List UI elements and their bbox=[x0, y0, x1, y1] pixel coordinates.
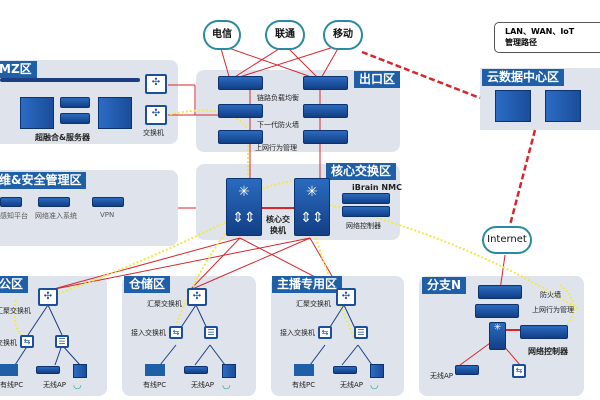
controller-icon bbox=[342, 206, 390, 217]
core-title: 核心交换区 bbox=[326, 163, 397, 180]
perception-platform-label: 感知平台 bbox=[0, 212, 28, 220]
cloud-server-icon bbox=[545, 90, 581, 122]
access-switch-label: 交换机 bbox=[0, 339, 17, 347]
nac-icon bbox=[38, 197, 70, 207]
appliance-icon bbox=[60, 97, 90, 108]
telecom-cloud: 电信 bbox=[203, 20, 241, 50]
broadcast-title: 主播专用区 bbox=[272, 276, 343, 293]
core-switch-label: 核心交换机 bbox=[266, 215, 290, 235]
dmz-switch-icon: ✣ bbox=[145, 74, 167, 94]
agg-switch-icon: ✣ bbox=[38, 288, 58, 306]
branch-ap-label: 无线AP bbox=[430, 372, 454, 380]
wifi-ap-icon bbox=[222, 364, 236, 378]
access-switch-icon: ⇆ bbox=[318, 326, 332, 339]
wifi-icon: ◡ bbox=[370, 380, 379, 391]
ap-label: 无线AP bbox=[43, 381, 67, 389]
firewall-label: 下一代防火墙 bbox=[257, 121, 299, 129]
behavior-mgmt-label: 上网行为管理 bbox=[255, 144, 297, 152]
server-icon bbox=[20, 97, 54, 129]
pc-label: 有线PC bbox=[292, 381, 316, 389]
storage-title: 仓储区 bbox=[124, 276, 171, 293]
ap-icon bbox=[333, 366, 357, 374]
agg-switch-label: 汇聚交换机 bbox=[296, 300, 331, 308]
wifi-ap-icon bbox=[73, 364, 87, 378]
ap-label: 无线AP bbox=[340, 381, 364, 389]
poe-switch-icon: ☰ bbox=[354, 326, 368, 339]
pc-label: 有线PC bbox=[143, 381, 167, 389]
behavior-mgmt-icon bbox=[303, 130, 348, 144]
access-switch-label: 接入交换机 bbox=[280, 329, 315, 337]
mobile-cloud: 移动 bbox=[323, 20, 363, 50]
unicom-cloud: 联通 bbox=[265, 20, 305, 50]
internet-label: Internet bbox=[487, 234, 527, 245]
ap-icon bbox=[36, 366, 60, 374]
branch-controller-icon bbox=[520, 325, 568, 339]
dmz-switch-label: 交换机 bbox=[143, 129, 164, 137]
mobile-label: 移动 bbox=[333, 29, 353, 40]
access-switch-icon: ⇆ bbox=[20, 335, 34, 348]
access-switch-icon: ⇆ bbox=[169, 326, 183, 339]
branch-access-switch-icon: ⇆ bbox=[512, 364, 526, 378]
cloud-server-icon bbox=[495, 90, 531, 122]
poe-switch-icon: ☰ bbox=[204, 326, 218, 339]
behavior-mgmt-icon bbox=[218, 130, 263, 144]
branch-switch-icon: ✳ bbox=[489, 322, 506, 350]
ap-label: 无线AP bbox=[191, 381, 215, 389]
vpn-icon bbox=[92, 197, 124, 207]
legend: LAN、WAN、IoT 管理路径 bbox=[494, 22, 600, 53]
dmz-title: MZ区 bbox=[0, 61, 37, 78]
office-title: 公区 bbox=[0, 276, 29, 293]
ap-icon bbox=[184, 366, 208, 374]
telecom-label: 电信 bbox=[212, 29, 232, 40]
perception-platform-icon bbox=[0, 197, 22, 207]
nac-label: 网络准入系统 bbox=[35, 212, 77, 220]
agg-switch-icon: ✣ bbox=[187, 288, 207, 306]
server-bus bbox=[0, 78, 140, 82]
cloud-links bbox=[361, 50, 537, 226]
branch-title: 分支N bbox=[422, 277, 467, 294]
unicom-label: 联通 bbox=[275, 29, 295, 40]
load-balancer-icon bbox=[303, 76, 348, 90]
branch-firewall-label: 防火墙 bbox=[540, 291, 561, 299]
load-balancer-label: 链路负载均衡 bbox=[257, 94, 299, 102]
legend-line1: LAN、WAN、IoT bbox=[505, 27, 575, 36]
wifi-ap-icon bbox=[370, 364, 384, 378]
exit-title: 出口区 bbox=[354, 71, 401, 88]
load-balancer-icon bbox=[218, 76, 263, 90]
firewall-icon bbox=[218, 104, 263, 118]
poe-switch-icon: ☰ bbox=[55, 335, 69, 348]
vpn-label: VPN bbox=[100, 211, 115, 219]
wifi-icon: ◡ bbox=[222, 380, 231, 391]
pc-icon bbox=[145, 364, 165, 376]
pc-icon bbox=[0, 364, 18, 376]
branch-controller-label: 网络控制器 bbox=[528, 347, 568, 356]
controller-label: 网络控制器 bbox=[346, 222, 381, 230]
branch-ap-icon bbox=[455, 365, 479, 375]
cloud-dc-title: 云数据中心区 bbox=[482, 69, 565, 86]
branch-behavior-mgmt-icon bbox=[475, 304, 519, 318]
pc-icon bbox=[294, 364, 314, 376]
pc-label: 有线PC bbox=[0, 381, 24, 389]
branch-firewall-icon bbox=[478, 285, 522, 299]
servers-label: 超融合&服务器 bbox=[35, 133, 90, 142]
dmz-switch-icon: ✣ bbox=[145, 105, 167, 125]
agg-switch-icon: ✣ bbox=[336, 288, 356, 306]
internet-cloud: Internet bbox=[482, 226, 532, 254]
core-switch-icon: ✳⇕⇕ bbox=[226, 178, 262, 236]
agg-switch-label: 汇聚交换机 bbox=[0, 307, 31, 315]
legend-line2: 管理路径 bbox=[505, 38, 537, 47]
access-switch-label: 接入交换机 bbox=[131, 329, 166, 337]
controller-icon bbox=[342, 193, 390, 204]
appliance-icon bbox=[60, 113, 90, 124]
server-icon bbox=[98, 97, 132, 129]
agg-switch-label: 汇聚交换机 bbox=[147, 300, 182, 308]
firewall-icon bbox=[303, 104, 348, 118]
branch-behavior-mgmt-label: 上网行为管理 bbox=[532, 306, 574, 314]
wifi-icon: ◡ bbox=[73, 380, 82, 391]
ops-title: 维&安全管理区 bbox=[0, 172, 87, 189]
nmc-label: iBrain NMC bbox=[352, 183, 402, 192]
core-switch-icon: ✳⇕⇕ bbox=[294, 178, 330, 236]
